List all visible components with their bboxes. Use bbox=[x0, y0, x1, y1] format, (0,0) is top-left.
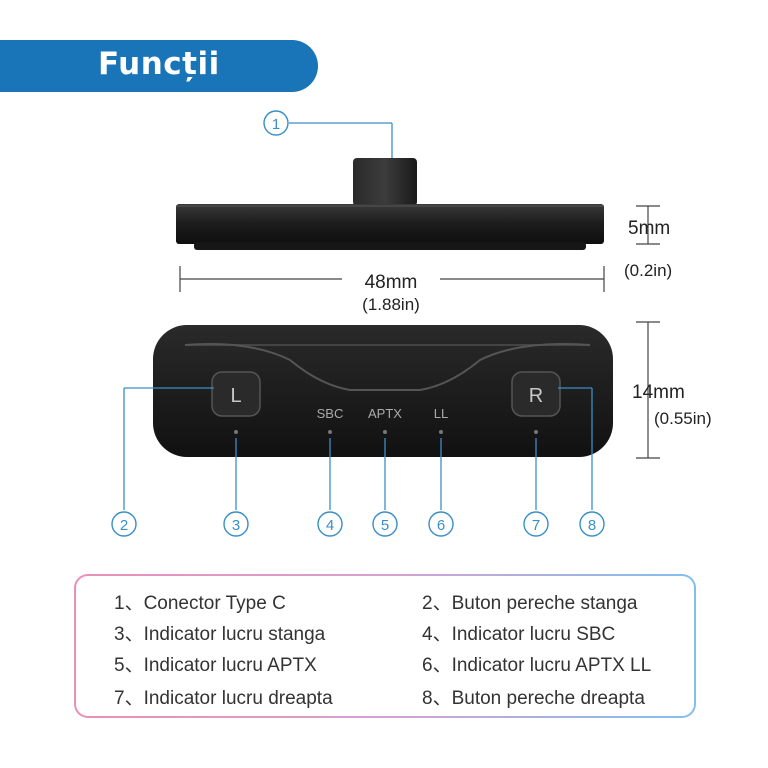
button-left bbox=[211, 371, 261, 417]
callout-1-label: 1 bbox=[272, 116, 280, 133]
indicator-aptx-label: APTX bbox=[368, 406, 402, 421]
indicator-sbc-label: SBC bbox=[317, 406, 344, 421]
callout-circles: 1 2 3 4 5 6 7 8 bbox=[111, 110, 605, 537]
width-in-label: (1.88in) bbox=[362, 295, 420, 314]
side-view bbox=[176, 158, 604, 250]
top-view: L R SBC APTX LL bbox=[153, 325, 613, 457]
legend-number: 7、 bbox=[114, 688, 144, 709]
legend-item-7: 7、Indicator lucru dreapta bbox=[114, 683, 333, 710]
legend-item-8: 8、Buton pereche dreapta bbox=[422, 683, 645, 710]
callout-3 bbox=[223, 511, 249, 537]
indicator-right-led bbox=[534, 430, 538, 434]
callout-2-label: 2 bbox=[120, 517, 128, 534]
callout-8 bbox=[579, 511, 605, 537]
width-mm-label: 48mm bbox=[365, 272, 418, 293]
side-body bbox=[176, 204, 604, 244]
legend-item-6: 6、Indicator lucru APTX LL bbox=[422, 650, 651, 677]
legend-item-1: 1、Conector Type C bbox=[114, 588, 286, 615]
depth-mm-label: 14mm bbox=[632, 382, 685, 403]
legend-number: 1、 bbox=[114, 593, 144, 614]
callout-2 bbox=[111, 511, 137, 537]
legend-text: Indicator lucru SBC bbox=[451, 624, 616, 645]
button-right-label: R bbox=[529, 385, 543, 407]
legend-item-4: 4、Indicator lucru SBC bbox=[422, 619, 615, 646]
callout-3-label: 3 bbox=[232, 517, 240, 534]
legend-text: Indicator lucru stanga bbox=[143, 624, 326, 645]
callout-1 bbox=[263, 110, 289, 136]
legend-number: 6、 bbox=[422, 655, 452, 676]
legend-text: Conector Type C bbox=[143, 593, 286, 614]
callout-4-label: 4 bbox=[326, 517, 334, 534]
legend-text: Buton pereche dreapta bbox=[451, 688, 645, 709]
depth-in-label: (0.55in) bbox=[654, 409, 712, 428]
indicator-sbc-led bbox=[328, 430, 332, 434]
legend-box: 1、Conector Type C 2、Buton pereche stanga… bbox=[74, 574, 696, 718]
legend-item-5: 5、Indicator lucru APTX bbox=[114, 650, 317, 677]
indicator-aptx-led bbox=[383, 430, 387, 434]
height-mm-label: 5mm bbox=[628, 218, 670, 239]
callout-7-label: 7 bbox=[532, 517, 540, 534]
legend-number: 2、 bbox=[422, 593, 452, 614]
legend-text: Indicator lucru dreapta bbox=[143, 688, 333, 709]
page-title: Funcții bbox=[98, 46, 220, 82]
callout-5-label: 5 bbox=[381, 517, 389, 534]
indicator-ll-label: LL bbox=[434, 406, 448, 421]
callout-6 bbox=[428, 511, 454, 537]
legend-item-3: 3、Indicator lucru stanga bbox=[114, 619, 325, 646]
callout-7 bbox=[523, 511, 549, 537]
indicator-ll-led bbox=[439, 430, 443, 434]
legend-text: Indicator lucru APTX bbox=[143, 655, 317, 676]
callout-4 bbox=[317, 511, 343, 537]
legend-number: 8、 bbox=[422, 688, 452, 709]
dimension-lines bbox=[179, 205, 660, 459]
title-banner: Funcții bbox=[0, 40, 318, 92]
callout-8-label: 8 bbox=[588, 517, 596, 534]
callout-6-label: 6 bbox=[437, 517, 445, 534]
legend-number: 3、 bbox=[114, 624, 144, 645]
legend-text: Buton pereche stanga bbox=[451, 593, 638, 614]
legend-number: 5、 bbox=[114, 655, 144, 676]
callout-leaders bbox=[123, 122, 593, 510]
legend-item-2: 2、Buton pereche stanga bbox=[422, 588, 638, 615]
button-right bbox=[511, 371, 561, 417]
legend-number: 4、 bbox=[422, 624, 452, 645]
legend-text: Indicator lucru APTX LL bbox=[451, 655, 652, 676]
indicator-left-led bbox=[234, 430, 238, 434]
callout-5 bbox=[372, 511, 398, 537]
height-in-label: (0.2in) bbox=[624, 261, 672, 280]
type-c-connector bbox=[353, 158, 417, 206]
button-left-label: L bbox=[230, 385, 241, 407]
